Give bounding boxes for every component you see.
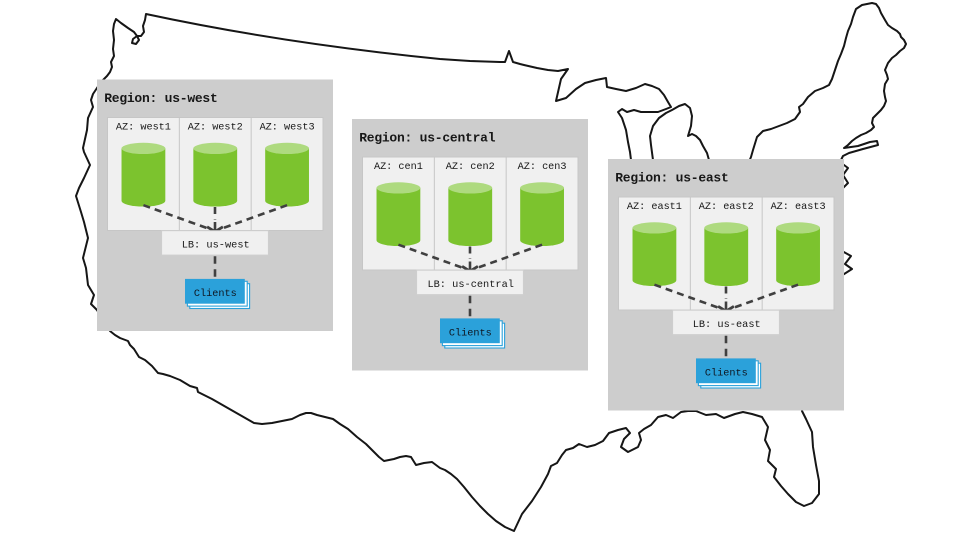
svg-text:Region: us-west: Region: us-west [104, 91, 218, 106]
svg-text:AZ: east3: AZ: east3 [771, 202, 826, 213]
svg-text:Region: us-central: Region: us-central [359, 131, 495, 146]
svg-text:AZ: west2: AZ: west2 [188, 123, 243, 134]
svg-text:Clients: Clients [449, 327, 492, 339]
svg-text:AZ: west3: AZ: west3 [260, 123, 315, 134]
svg-text:AZ: cen3: AZ: cen3 [518, 162, 567, 173]
svg-text:AZ: east2: AZ: east2 [699, 202, 754, 213]
svg-text:AZ: cen2: AZ: cen2 [446, 162, 495, 173]
svg-text:LB: us-east: LB: us-east [693, 319, 761, 331]
svg-text:Clients: Clients [705, 367, 748, 379]
svg-text:AZ: cen1: AZ: cen1 [374, 162, 423, 173]
svg-text:Clients: Clients [194, 288, 237, 300]
svg-text:LB: us-west: LB: us-west [182, 240, 250, 252]
svg-text:AZ: west1: AZ: west1 [116, 123, 171, 134]
svg-text:Region: us-east: Region: us-east [615, 171, 729, 186]
svg-text:LB: us-central: LB: us-central [427, 279, 514, 291]
svg-text:AZ: east1: AZ: east1 [627, 202, 682, 213]
